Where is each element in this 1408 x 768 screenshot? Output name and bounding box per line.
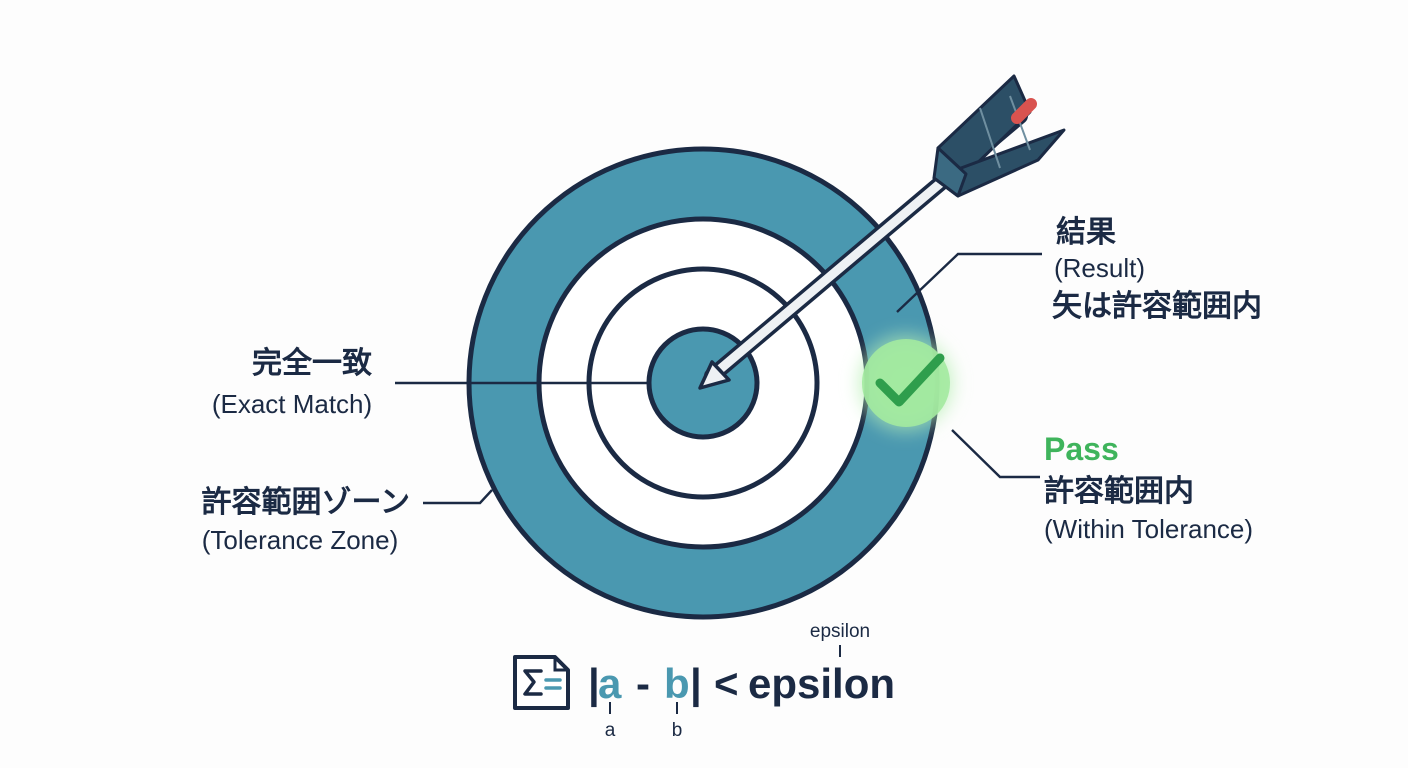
tolerance-zone-label: 許容範囲ゾーン (Tolerance Zone): [202, 485, 411, 555]
abs-bar-right: |: [690, 660, 702, 708]
tolerance-zone-leader: [423, 489, 493, 505]
pass-jp: 許容範囲内: [1044, 474, 1194, 509]
leader-lines: [395, 252, 1042, 505]
formula: | a - b | < epsilon a b epsilon: [513, 621, 895, 741]
fletching-left: [932, 146, 968, 198]
result-en: (Result): [1054, 253, 1145, 283]
tolerance-zone-jp: 許容範囲ゾーン: [202, 485, 411, 520]
less-than-sign: <: [714, 660, 739, 707]
exact-match-en: (Exact Match): [212, 389, 372, 419]
exact-match-label: 完全一致 (Exact Match): [212, 346, 372, 419]
pass-title: Pass: [1044, 431, 1119, 467]
arrow: [698, 74, 1066, 390]
epsilon-term: epsilon: [748, 660, 895, 707]
pass-indicator: [848, 325, 964, 441]
var-a: a: [598, 660, 622, 707]
annot-epsilon: epsilon: [810, 621, 870, 642]
arrow-head: [698, 360, 731, 390]
sigma-formula-icon: [513, 655, 570, 710]
result-desc-jp: 矢は許容範囲内: [1052, 289, 1262, 324]
annot-b: b: [672, 720, 683, 741]
pass-glow-core: [862, 339, 950, 427]
arrow-nock: [1011, 98, 1037, 124]
pass-label: Pass 許容範囲内 (Within Tolerance): [1044, 431, 1253, 544]
exact-match-jp: 完全一致: [252, 346, 372, 381]
pass-en: (Within Tolerance): [1044, 514, 1253, 544]
var-b: b: [664, 660, 690, 707]
annot-a: a: [605, 720, 616, 741]
result-jp: 結果: [1056, 215, 1116, 250]
check-icon: [875, 353, 945, 407]
tolerance-zone-en: (Tolerance Zone): [202, 525, 399, 555]
minus-sign: -: [636, 660, 650, 707]
result-label: 結果 (Result) 矢は許容範囲内: [1052, 215, 1262, 324]
pass-leader: [951, 429, 1040, 479]
result-leader: [896, 252, 1042, 313]
abs-bar-left: |: [588, 660, 600, 708]
fletching-divider-1: [979, 107, 1001, 169]
